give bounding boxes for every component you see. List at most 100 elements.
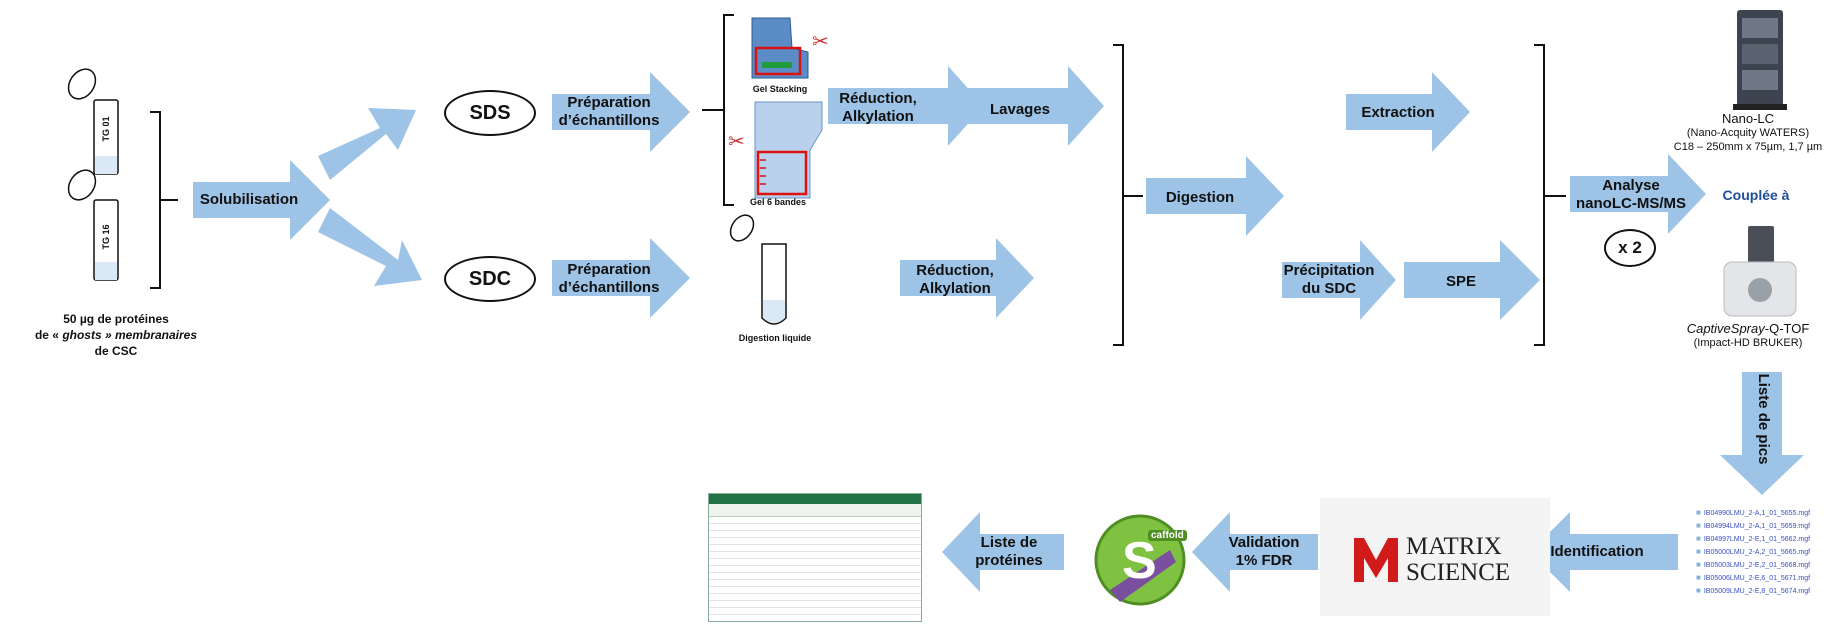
step-identification: Identification — [1550, 543, 1644, 560]
sheet-titlebar — [709, 494, 921, 504]
matrix-science-logo: MATRIX SCIENCE — [1320, 498, 1550, 616]
matrix-m-icon — [1354, 538, 1398, 582]
sheet-row — [709, 538, 921, 545]
mgf-file-list: IB04990LMU_2-A,1_01_5655.mgf IB04994LMU_… — [1696, 507, 1810, 598]
precip-l2: du SDC — [1301, 280, 1357, 297]
step-preparation-sdc: Préparation d’échantillons — [552, 261, 666, 297]
step-reduction-sds: Réduction, Alkylation — [826, 90, 930, 126]
nano-lc-caption: Nano-LC (Nano-Acquity WATERS) C18 – 250m… — [1660, 112, 1836, 154]
gel-6-bandes-icon: ✂ — [728, 101, 823, 199]
file-item: IB04997LMU_2-E,1_01_5662.mgf — [1696, 533, 1810, 546]
arrow-precip — [1282, 240, 1396, 320]
arrow-prep-sdc — [552, 238, 690, 318]
nano-lc-title: Nano-LC — [1721, 111, 1775, 126]
validation-l2: 1% FDR — [1235, 552, 1293, 569]
digestion-tube-icon — [729, 214, 787, 325]
step-preparation-sds: Préparation d’échantillons — [552, 94, 666, 130]
step-precipitation: Précipitation du SDC — [1280, 262, 1378, 298]
qtof-title: CaptiveSpray-Q-TOF — [1660, 322, 1836, 336]
tube-label-tg16: TG 16 — [101, 224, 111, 250]
step-validation: Validation 1% FDR — [1214, 534, 1314, 570]
arrow-spe — [1404, 240, 1540, 320]
x2-ellipse: x 2 — [1604, 229, 1656, 267]
sheet-row — [709, 601, 921, 608]
matrix-line-2: SCIENCE — [1406, 559, 1511, 586]
prep-sdc-l1: Préparation — [567, 261, 651, 278]
spreadsheet-thumbnail — [708, 493, 922, 622]
sds-ellipse: SDS — [444, 90, 536, 136]
file-item: IB04994LMU_2-A,1_01_5659.mgf — [1696, 520, 1810, 533]
sdc-ellipse: SDC — [444, 256, 536, 302]
gel-stacking-label: Gel Stacking — [752, 84, 808, 94]
step-liste-proteines: Liste de protéines — [962, 534, 1056, 570]
arrow-extraction — [1346, 72, 1470, 152]
sheet-row — [709, 559, 921, 566]
sheet-ribbon — [709, 504, 921, 517]
bracket-digestion — [1113, 44, 1143, 346]
qtof-instrument-icon — [1723, 226, 1797, 317]
nano-lc-detail: (Nano-Acquity WATERS) — [1686, 127, 1810, 139]
step-spe: SPE — [1445, 273, 1476, 290]
file-item: IB05006LMU_2-E,6_01_5671.mgf — [1696, 572, 1810, 585]
prep-sdc-l2: d’échantillons — [558, 279, 660, 296]
scaffold-icon: S — [1094, 514, 1186, 606]
sheet-row — [709, 608, 921, 615]
arrow-reduction-sds — [828, 66, 984, 146]
step-reduction-sdc: Réduction, Alkylation — [900, 262, 1010, 298]
bracket-analyse — [1534, 44, 1566, 346]
svg-text:✂: ✂ — [728, 131, 745, 153]
gel-6-bandes-label: Gel 6 bandes — [749, 197, 807, 207]
validation-l1: Validation — [1228, 534, 1300, 551]
qtof-caption: CaptiveSpray-Q-TOF (Impact-HD BRUKER) — [1660, 322, 1836, 350]
sheet-row — [709, 587, 921, 594]
caption-line-1: 50 µg de protéines — [63, 312, 169, 326]
analyse-l1: Analyse — [1602, 177, 1660, 194]
sheet-row — [709, 566, 921, 573]
bracket-gels — [702, 14, 734, 206]
sheet-row — [709, 524, 921, 531]
sheet-row — [709, 580, 921, 587]
arrow-identification — [1530, 512, 1678, 592]
liste-prot-l2: protéines — [975, 552, 1043, 569]
sheet-row — [709, 552, 921, 559]
arrow-reduction-sdc — [900, 238, 1034, 318]
reduction-sdc-l2: Alkylation — [919, 280, 991, 297]
sheet-row — [709, 615, 921, 621]
arrow-liste-pics — [1720, 372, 1804, 495]
captive-em: CaptiveSpray — [1686, 321, 1765, 336]
scaffold-word: caffold — [1148, 530, 1187, 541]
sheet-row — [709, 545, 921, 552]
scaffold-logo: S caffold — [1090, 510, 1190, 625]
digestion-liquide-label: Digestion liquide — [738, 333, 812, 343]
qtof-detail: (Impact-HD BRUKER) — [1693, 337, 1803, 349]
precip-l1: Précipitation — [1283, 262, 1375, 279]
reduction-sds-l2: Alkylation — [842, 108, 914, 125]
arrow-liste-proteines — [942, 512, 1064, 592]
file-item: IB05003LMU_2-E,2_01_5668.mgf — [1696, 559, 1810, 572]
captive-rest: -Q-TOF — [1764, 321, 1810, 336]
sheet-row — [709, 531, 921, 538]
couplee-label: Couplée à — [1722, 187, 1790, 203]
arrow-prep-sds — [552, 72, 690, 152]
step-extraction: Extraction — [1361, 104, 1435, 121]
caption-emph: ghosts » membranaires — [62, 328, 198, 342]
analyse-l2: nanoLC-MS/MS — [1576, 195, 1686, 212]
svg-text:✂: ✂ — [812, 31, 829, 53]
reduction-sds-l1: Réduction, — [839, 90, 917, 107]
file-item: IB05000LMU_2-A,2_01_5665.mgf — [1696, 546, 1810, 559]
arrow-validation — [1192, 512, 1318, 592]
reduction-sdc-l1: Réduction, — [916, 262, 994, 279]
sample-caption: 50 µg de protéines de « ghosts » membran… — [18, 311, 214, 359]
sheet-row — [709, 517, 921, 524]
nano-lc-column: C18 – 250mm x 75µm, 1,7 µm — [1673, 141, 1823, 153]
arrow-analyse — [1570, 154, 1706, 234]
bracket-tubes — [150, 111, 178, 289]
arrow-to-sdc — [318, 208, 422, 286]
step-solubilisation: Solubilisation — [199, 191, 299, 208]
arrow-to-sds — [318, 108, 416, 180]
svg-text:S: S — [1122, 532, 1157, 590]
gel-stacking-icon: ✂ — [751, 17, 829, 79]
prep-sds-l2: d’échantillons — [558, 112, 660, 129]
liste-prot-l1: Liste de — [980, 534, 1038, 551]
